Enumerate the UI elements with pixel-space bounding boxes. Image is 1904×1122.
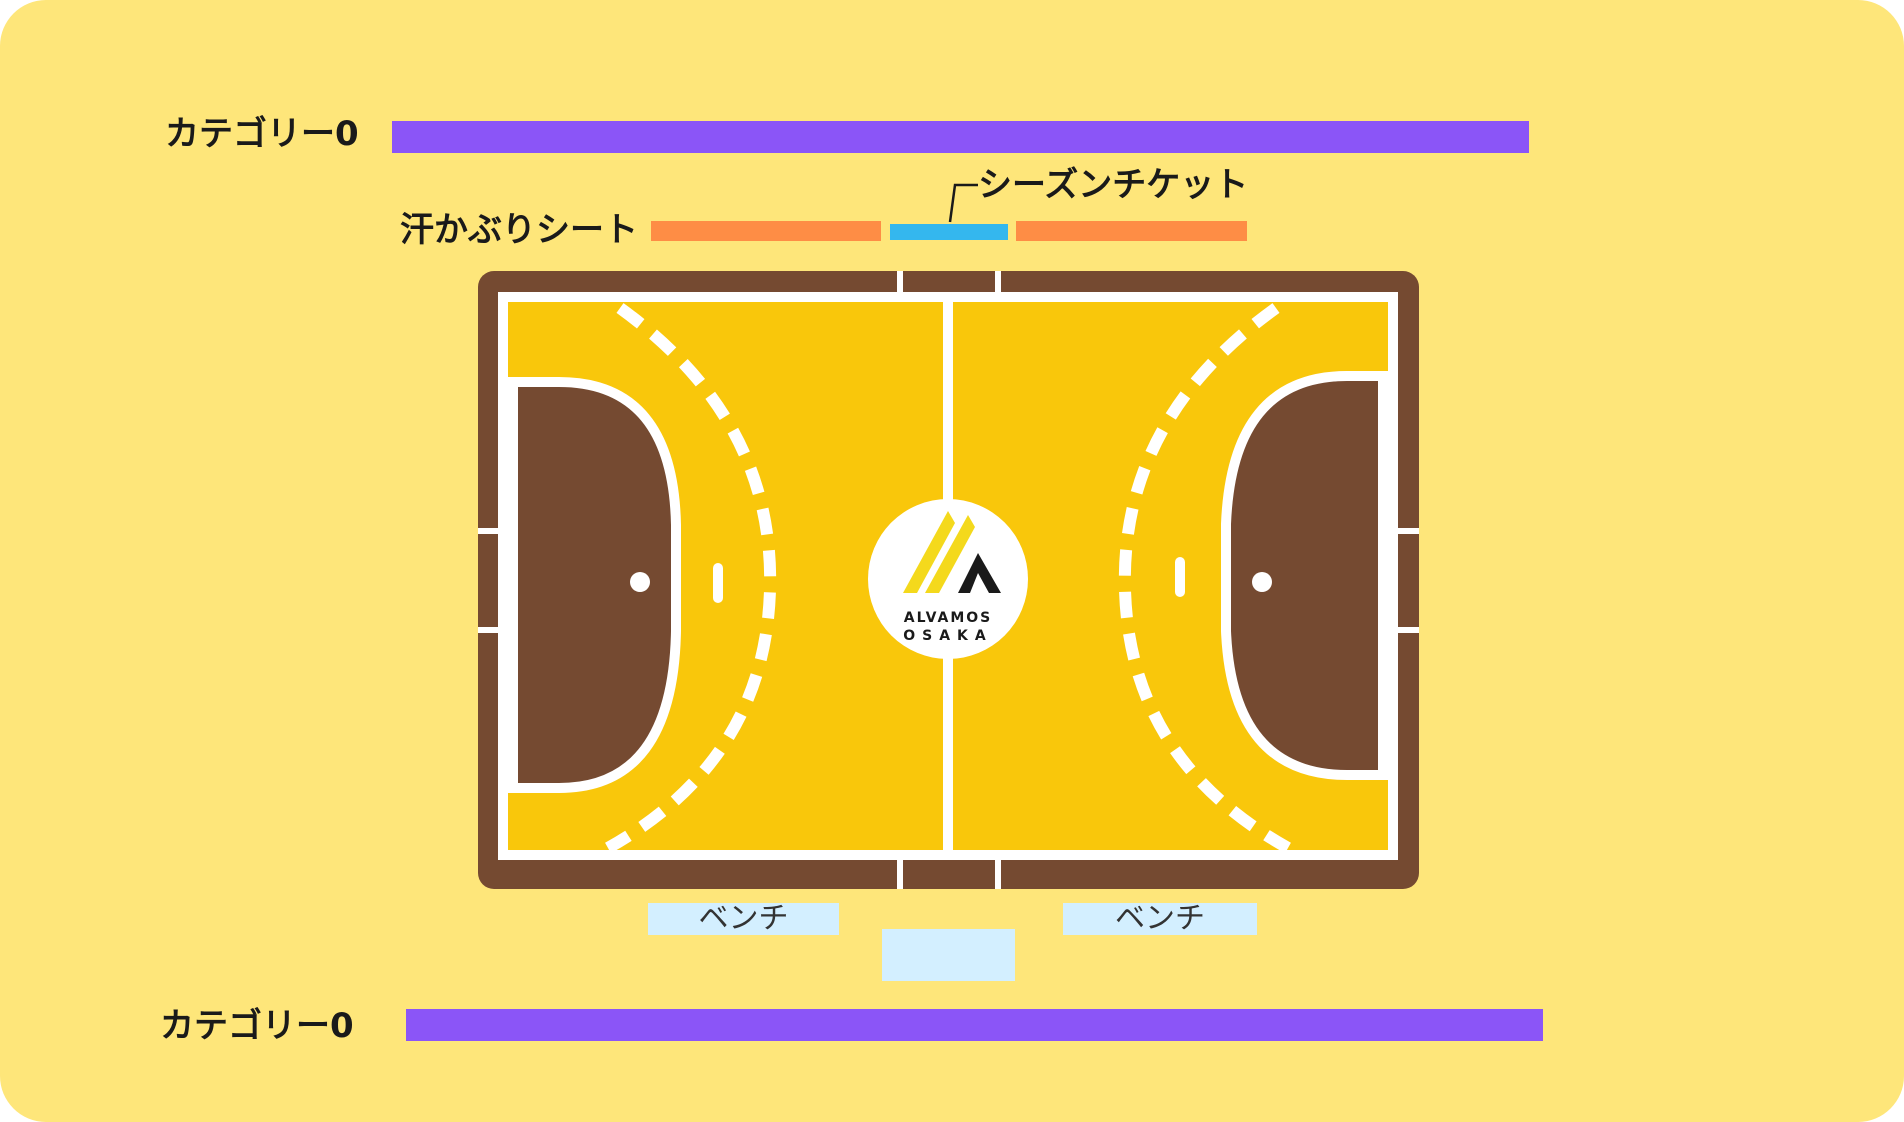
officials-table[interactable]	[882, 929, 1015, 981]
season-ticket-bar[interactable]	[890, 224, 1008, 240]
logo-dark-mark	[958, 553, 1001, 593]
center-circle	[868, 499, 1028, 659]
logo-text-line1: ALVAMOS	[904, 610, 992, 626]
bench-left[interactable]: ベンチ	[648, 903, 839, 935]
second-penalty-mark-left	[713, 563, 723, 603]
category-top-bar[interactable]	[392, 121, 1529, 153]
category-top-label: カテゴリー0	[165, 114, 359, 154]
sweat-seat-label: 汗かぶりシート	[400, 210, 638, 250]
logo-stripe-2	[925, 515, 975, 593]
second-penalty-mark-right	[1175, 557, 1185, 597]
alvamos-osaka-logo: ALVAMOS OSAKA	[868, 499, 1028, 659]
penalty-spot-right	[1252, 572, 1272, 592]
penalty-spot-left	[630, 572, 650, 592]
goal-area-right	[1221, 371, 1388, 780]
category-bottom-label: カテゴリー0	[160, 1006, 354, 1046]
goal-area-left	[508, 377, 681, 793]
logo-stripe-1	[903, 511, 955, 593]
sweat-seat-bar-right[interactable]	[1016, 221, 1247, 241]
sweat-seat-bar-left[interactable]	[651, 221, 881, 241]
substitution-marks	[478, 271, 1419, 889]
season-ticket-leader-line	[948, 183, 978, 223]
logo-text-line2: OSAKA	[903, 628, 993, 644]
category-bottom-bar[interactable]	[406, 1009, 1543, 1041]
dashed-arc-right	[1118, 303, 1291, 854]
bench-right[interactable]: ベンチ	[1063, 903, 1257, 935]
dashed-arc-left	[605, 303, 777, 854]
season-ticket-label: シーズンチケット	[978, 165, 1249, 205]
